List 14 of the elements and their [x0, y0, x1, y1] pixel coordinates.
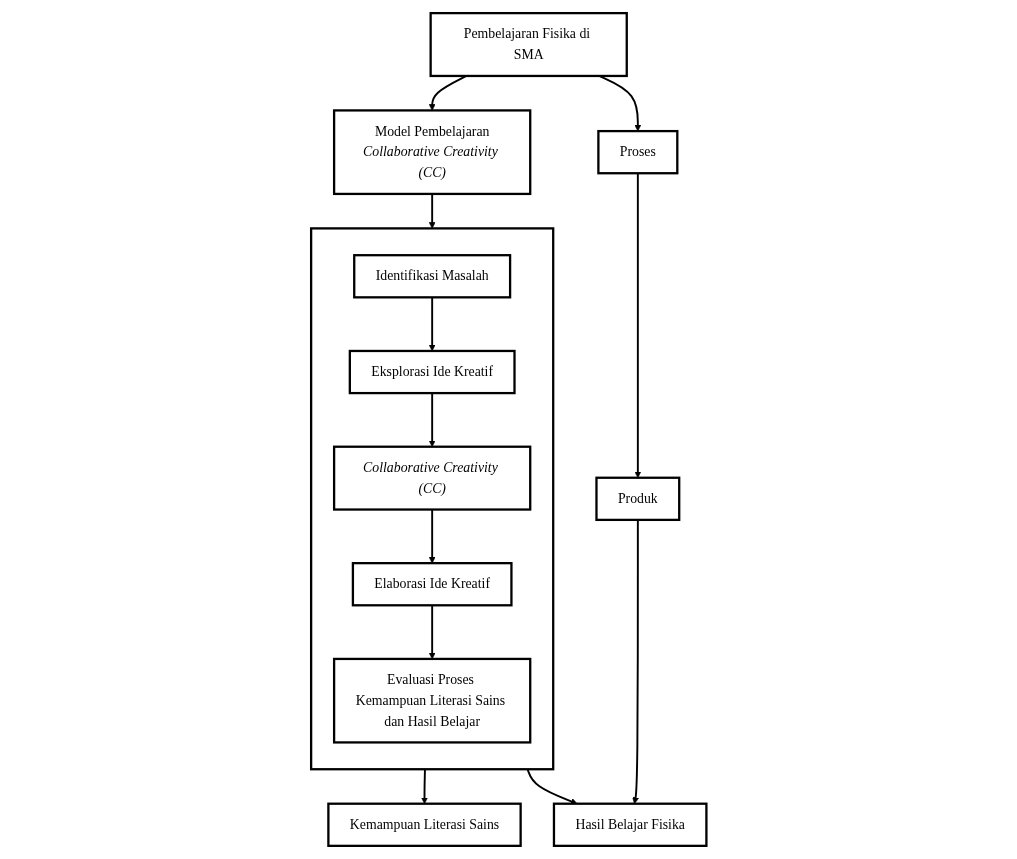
- node-box: Model Pembelajaran Collaborative Creativity (CC): [332, 109, 532, 196]
- node-box: Hasil Belajar Fisika: [552, 802, 708, 847]
- arrow: [428, 75, 468, 111]
- cluster: [309, 227, 555, 771]
- node-box: Collaborative Creativity (CC): [332, 445, 532, 511]
- node-box: Proses: [596, 129, 679, 175]
- node-box: Evaluasi Proses Kemampuan Literasi Sains dan Hasil Belajar: [332, 657, 532, 744]
- node-box: Pembelajaran Fisika di SMA: [429, 12, 628, 78]
- arrow: [428, 193, 436, 229]
- node-box: Identifikasi Masalah: [352, 254, 511, 299]
- node-box: Kemampuan Literasi Sains: [326, 802, 522, 847]
- node-box: Eksplorasi Ide Kreatif: [348, 349, 516, 395]
- node-box: Elaborasi Ide Kreatif: [351, 562, 513, 607]
- node-box: Produk: [595, 476, 681, 522]
